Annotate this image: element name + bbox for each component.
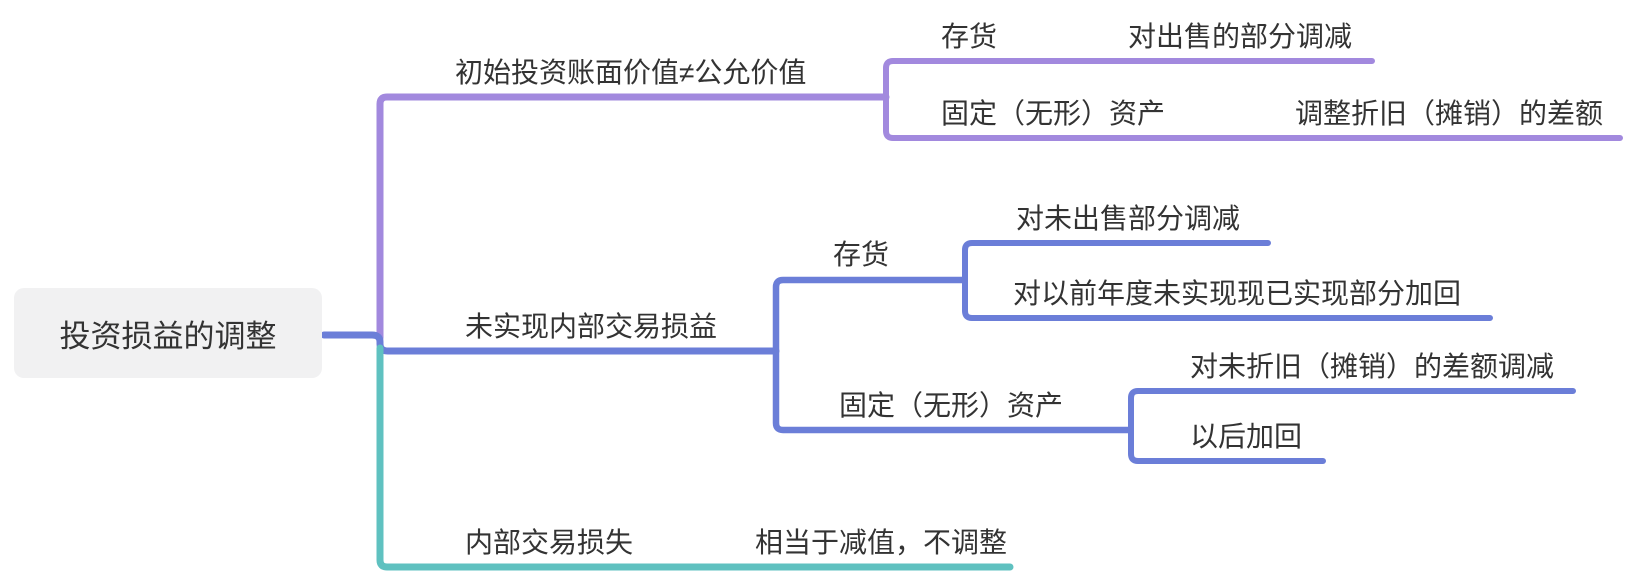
node-b2-fixed-asset-addback-later[interactable]: 以后加回 bbox=[1190, 421, 1303, 452]
node-internal-trade-loss[interactable]: 内部交易损失 bbox=[465, 527, 634, 558]
branch2-inventory-children-connector bbox=[962, 240, 1493, 321]
node-b1-fixed-asset-adjust[interactable]: 调整折旧（摊销）的差额 bbox=[1295, 98, 1604, 129]
branch1-children-connector bbox=[883, 58, 1623, 141]
node-b1-inventory-adjust[interactable]: 对出售的部分调减 bbox=[1128, 21, 1353, 52]
node-b1-fixed-asset[interactable]: 固定（无形）资产 bbox=[941, 98, 1166, 129]
branch2-level2-connector bbox=[772, 276, 1132, 434]
node-b2-inventory-addback[interactable]: 对以前年度未实现现已实现部分加回 bbox=[1013, 278, 1462, 309]
branch2-fixedasset-children-connector bbox=[1128, 388, 1576, 464]
node-b2-fixed-asset-undepreciated[interactable]: 对未折旧（摊销）的差额调减 bbox=[1190, 351, 1555, 382]
node-b2-inventory[interactable]: 存货 bbox=[833, 239, 890, 270]
node-unrealized-internal-pl[interactable]: 未实现内部交易损益 bbox=[465, 311, 718, 342]
root-node[interactable]: 投资损益的调整 bbox=[14, 288, 322, 378]
node-b2-inventory-unsold[interactable]: 对未出售部分调减 bbox=[1016, 203, 1241, 234]
branch3-spine-connector bbox=[376, 344, 1014, 571]
branch1-spine-connector bbox=[376, 93, 890, 342]
root-node-label: 投资损益的调整 bbox=[59, 318, 277, 354]
node-b2-fixed-asset[interactable]: 固定（无形）资产 bbox=[839, 390, 1064, 421]
node-b1-inventory[interactable]: 存货 bbox=[941, 21, 998, 52]
node-initial-investment[interactable]: 初始投资账面价值≠公允价值 bbox=[455, 57, 807, 88]
node-impairment-no-adjust[interactable]: 相当于减值，不调整 bbox=[755, 527, 1008, 558]
branch2-spine-connector bbox=[320, 331, 780, 355]
